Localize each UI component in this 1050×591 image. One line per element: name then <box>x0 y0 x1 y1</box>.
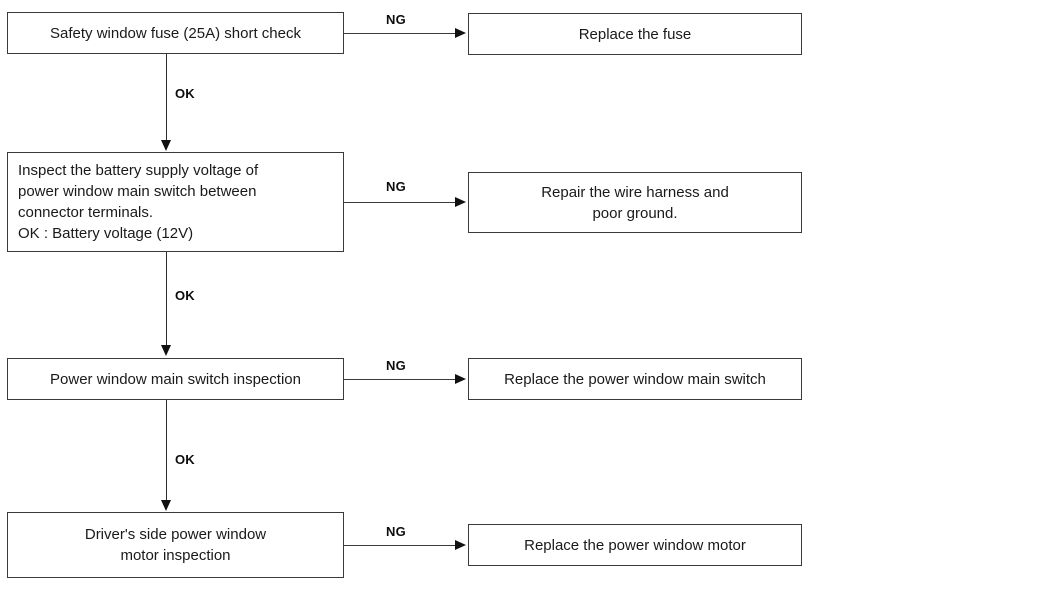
node-label: Inspect the battery supply voltage of po… <box>18 162 259 242</box>
node-label: Driver's side power window motor inspect… <box>84 526 267 564</box>
arrow-down-icon <box>161 500 171 511</box>
edge-label-ng-4: NG <box>386 524 406 539</box>
connector-ng-2-line <box>344 202 458 203</box>
arrow-right-icon <box>455 540 466 550</box>
edge-label-ng-3: NG <box>386 358 406 373</box>
edge-label-ok-1: OK <box>175 86 195 101</box>
node-power-window-main-switch-inspection[interactable]: Power window main switch inspection <box>7 358 344 400</box>
node-label: Safety window fuse (25A) short check <box>50 24 301 42</box>
node-driver-side-power-window-motor-inspection[interactable]: Driver's side power window motor inspect… <box>7 512 344 578</box>
node-safety-window-fuse-check[interactable]: Safety window fuse (25A) short check <box>7 12 344 54</box>
edge-label-ok-2: OK <box>175 288 195 303</box>
node-label: Repair the wire harness and poor ground. <box>541 183 729 222</box>
arrow-down-icon <box>161 345 171 356</box>
connector-ng-3-line <box>344 379 458 380</box>
node-repair-wire-harness[interactable]: Repair the wire harness and poor ground. <box>468 172 802 233</box>
connector-ok-1-line <box>166 54 167 142</box>
node-label: Replace the power window motor <box>524 536 746 554</box>
arrow-right-icon <box>455 197 466 207</box>
edge-label-ng-1: NG <box>386 12 406 27</box>
arrow-right-icon <box>455 374 466 384</box>
node-battery-supply-voltage-check[interactable]: Inspect the battery supply voltage of po… <box>7 152 344 252</box>
node-replace-power-window-motor[interactable]: Replace the power window motor <box>468 524 802 566</box>
edge-label-ng-2: NG <box>386 179 406 194</box>
connector-ng-1-line <box>344 33 458 34</box>
node-replace-the-fuse[interactable]: Replace the fuse <box>468 13 802 55</box>
connector-ng-4-line <box>344 545 458 546</box>
connector-ok-3-line <box>166 400 167 500</box>
node-replace-power-window-main-switch[interactable]: Replace the power window main switch <box>468 358 802 400</box>
connector-ok-2-line <box>166 252 167 346</box>
node-label: Replace the fuse <box>578 25 692 43</box>
node-label: Replace the power window main switch <box>504 370 766 388</box>
arrow-down-icon <box>161 140 171 151</box>
node-label: Power window main switch inspection <box>50 370 301 388</box>
arrow-right-icon <box>455 28 466 38</box>
edge-label-ok-3: OK <box>175 452 195 467</box>
